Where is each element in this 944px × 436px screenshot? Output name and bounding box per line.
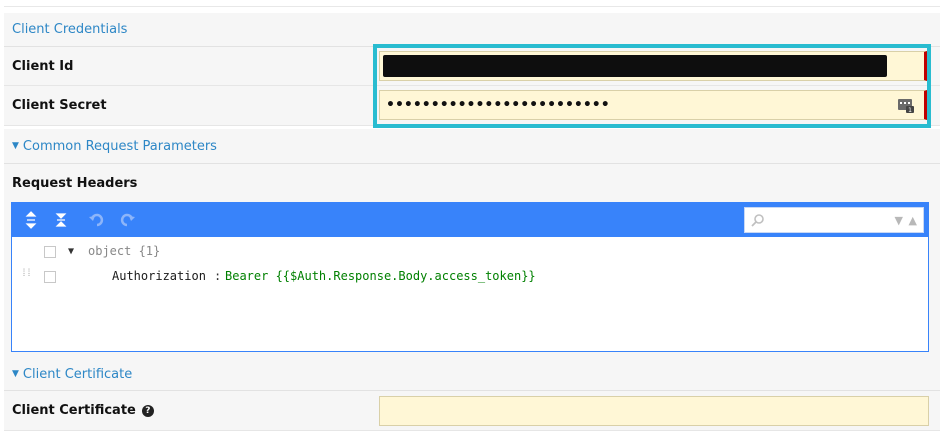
client-id-input[interactable] xyxy=(379,51,927,81)
client-secret-masked-value: ••••••••••••••••••••••••• xyxy=(386,97,610,113)
section-title: Client Certificate xyxy=(22,366,133,382)
row-menu-checkbox[interactable] xyxy=(44,271,56,283)
editor-search-input[interactable]: ▼ ▲ xyxy=(744,207,924,233)
focus-highlight xyxy=(373,44,931,128)
tree-root-row[interactable]: ▼ object {1} xyxy=(12,239,928,263)
password-manager-icon[interactable]: 1 xyxy=(898,97,914,113)
top-divider xyxy=(4,6,940,7)
client-secret-label: Client Secret xyxy=(12,98,107,113)
redo-icon[interactable] xyxy=(118,211,136,229)
section-client-certificate[interactable]: ▼ Client Certificate xyxy=(4,358,940,391)
expand-all-icon[interactable] xyxy=(22,211,40,229)
header-value[interactable]: Bearer {{$Auth.Response.Body.access_toke… xyxy=(225,269,536,283)
client-certificate-input[interactable] xyxy=(379,396,929,426)
caret-down-icon: ▼ xyxy=(12,141,19,151)
header-key[interactable]: Authorization xyxy=(112,269,206,283)
editor-toolbar: ▼ ▲ xyxy=(12,203,928,237)
client-secret-input[interactable]: ••••••••••••••••••••••••• 1 xyxy=(379,90,927,120)
request-headers-label: Request Headers xyxy=(12,176,138,191)
help-icon[interactable]: ? xyxy=(141,404,154,417)
collapse-toggle-icon[interactable]: ▼ xyxy=(68,245,75,257)
section-title: Client Credentials xyxy=(12,22,128,37)
search-previous-icon[interactable]: ▲ xyxy=(908,214,917,227)
tree-entry-row[interactable]: ⁞⁞ Authorization : Bearer {{$Auth.Respon… xyxy=(12,264,928,288)
svg-text:1: 1 xyxy=(908,107,912,113)
key-value-separator: : xyxy=(214,269,222,283)
undo-icon[interactable] xyxy=(88,211,106,229)
section-title: Common Request Parameters xyxy=(22,138,217,154)
root-object-label: object {1} xyxy=(88,244,161,258)
section-common-request-parameters[interactable]: ▼ Common Request Parameters xyxy=(4,129,940,164)
search-icon xyxy=(751,214,764,227)
caret-down-icon: ▼ xyxy=(12,369,19,379)
client-id-label: Client Id xyxy=(12,59,74,74)
section-client-credentials: Client Credentials xyxy=(4,13,940,47)
row-menu-checkbox[interactable] xyxy=(44,246,56,258)
client-certificate-label: Client Certificate? xyxy=(12,403,154,418)
client-certificate-label-text: Client Certificate xyxy=(12,403,136,418)
json-editor[interactable]: ▼ ▲ ▼ object {1} ⁞⁞ Authorization : Bear… xyxy=(11,202,929,352)
redacted-value xyxy=(383,55,887,77)
drag-handle-icon[interactable]: ⁞⁞ xyxy=(21,268,32,279)
collapse-all-icon[interactable] xyxy=(52,211,70,229)
search-next-icon[interactable]: ▼ xyxy=(894,214,903,227)
